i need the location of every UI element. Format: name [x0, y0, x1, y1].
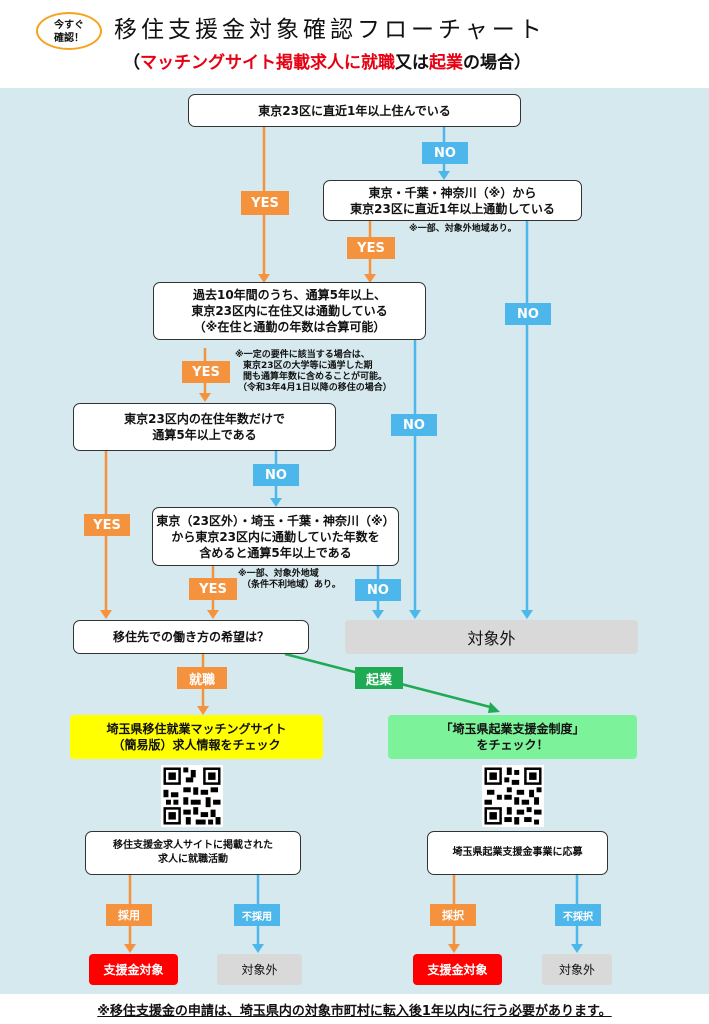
subtitle-open: （	[123, 53, 140, 73]
job-matching-site-box: 埼玉県移住就業マッチングサイト （簡易版）求人情報をチェック	[70, 715, 323, 759]
question-commute-23ku: 東京・千葉・神奈川（※）から 東京23区に直近1年以上通勤している	[323, 180, 582, 221]
startup-site-qr-code[interactable]	[482, 765, 544, 827]
startup-apply-box: 埼玉県起業支援金事業に応募	[427, 831, 608, 875]
biz-act-text: 埼玉県起業支援金事業に応募	[452, 847, 583, 858]
not-eligible-startup: 対象外	[542, 954, 612, 985]
question-commute-years-total: 東京（23区外）・埼玉・千葉・神奈川（※） から東京23区内に通勤していた年数を…	[152, 507, 399, 566]
job-act-line2: 求人に就職活動	[158, 854, 228, 865]
subtitle-close: の場合）	[463, 53, 531, 73]
not-eligible-job: 対象外	[217, 954, 302, 985]
eligible-job: 支援金対象	[89, 954, 178, 985]
q3-note-line3: 間も通算年数に含めることが可能。	[243, 372, 388, 382]
question-past-10-years: 過去10年間のうち、通算5年以上、 東京23区内に在住又は通勤している （※在住…	[153, 282, 426, 340]
label-saiyou: 採用	[106, 904, 152, 926]
page-title: 移住支援金対象確認フローチャート	[114, 17, 546, 43]
q3-note-line4: （令和3年4月1日以降の移住の場合）	[238, 383, 392, 393]
label-shuushoku: 就職	[177, 667, 227, 689]
check-now-badge: 今すぐ 確認！	[36, 12, 102, 50]
q3-note-line2: 東京23区の大学等に通学した期	[243, 361, 373, 371]
no-label-q1: NO	[422, 142, 468, 164]
yes-label-q4: YES	[84, 514, 130, 536]
no-label-q3: NO	[391, 414, 437, 436]
subtitle-matching: マッチングサイト掲載求人に就職	[140, 53, 395, 73]
subtitle-kigyou: 起業	[429, 53, 463, 73]
q4-line2: 通算5年以上である	[152, 428, 257, 442]
no-label-q2: NO	[505, 303, 551, 325]
header: 今すぐ 確認！ 移住支援金対象確認フローチャート （マッチングサイト掲載求人に就…	[0, 0, 709, 88]
job-line2: （簡易版）求人情報をチェック	[112, 738, 281, 752]
no-label-q5: NO	[355, 579, 401, 601]
q3-note-line1: ※一定の要件に該当する場合は、	[235, 350, 370, 360]
no-label-q4: NO	[253, 464, 299, 486]
label-kigyou: 起業	[355, 667, 403, 689]
q5-note-line2: （条件不利地域）あり。	[242, 580, 341, 590]
startup-support-box: 「埼玉県起業支援金制度」 をチェック！	[388, 715, 637, 759]
yes-label-q5: YES	[189, 578, 237, 600]
label-fusaiyou: 不採用	[234, 904, 280, 926]
label-fusaitaku: 不採択	[555, 904, 601, 926]
q5-note-line1: ※一部、対象外地域	[238, 569, 319, 579]
q3-note: ※一定の要件に該当する場合は、 東京23区の大学等に通学した期 間も通算年数に含…	[235, 350, 392, 394]
q3-line1: 過去10年間のうち、通算5年以上、	[192, 288, 387, 302]
application-deadline-note: ※移住支援金の申請は、埼玉県内の対象市町村に転入後1年以内に行う必要があります。	[97, 1003, 612, 1019]
yes-label-q3: YES	[182, 361, 230, 383]
question-work-style: 移住先での働き方の希望は？	[73, 620, 309, 654]
biz-line2: をチェック！	[476, 738, 549, 752]
job-line1: 埼玉県移住就業マッチングサイト	[106, 722, 287, 736]
q6-text: 移住先での働き方の希望は？	[112, 630, 269, 644]
biz-line1: 「埼玉県起業支援金制度」	[440, 722, 585, 736]
q3-line2: 東京23区内に在住又は通勤している	[191, 304, 388, 318]
job-act-line1: 移住支援金求人サイトに掲載された	[113, 840, 273, 851]
q2-line1: 東京・千葉・神奈川（※）から	[368, 185, 537, 200]
yes-label-q1: YES	[241, 191, 289, 215]
eligible-startup: 支援金対象	[413, 954, 502, 985]
badge-line2: 確認！	[54, 33, 84, 44]
q2-line2: 東京23区に直近1年以上通勤している	[350, 201, 555, 216]
job-site-qr-code[interactable]	[161, 765, 223, 827]
job-hunting-box: 移住支援金求人サイトに掲載された 求人に就職活動	[85, 831, 301, 875]
q1-text: 東京23区に直近1年以上住んでいる	[258, 103, 451, 118]
q5-line1: 東京（23区外）・埼玉・千葉・神奈川（※）	[156, 513, 395, 528]
q2-note: ※一部、対象外地域あり。	[409, 224, 517, 234]
q5-line3: 含めると通算5年以上である	[199, 545, 352, 560]
badge-line1: 今すぐ	[54, 20, 84, 31]
yes-label-q2: YES	[347, 237, 395, 259]
q5-note: ※一部、対象外地域 （条件不利地域）あり。	[238, 569, 341, 591]
question-live-23ku: 東京23区に直近1年以上住んでいる	[188, 94, 521, 127]
label-saitaku: 採択	[430, 904, 476, 926]
question-live-years-only: 東京23区内の在住年数だけで 通算5年以上である	[73, 403, 336, 451]
q4-line1: 東京23区内の在住年数だけで	[124, 412, 285, 426]
not-eligible-main: 対象外	[345, 620, 638, 654]
q5-line2: から東京23区内に通勤していた年数を	[171, 529, 380, 544]
q3-line3: （※在住と通勤の年数は合算可能）	[193, 320, 386, 334]
subtitle-or: 又は	[395, 53, 429, 73]
page-subtitle: （マッチングサイト掲載求人に就職又は起業の場合）	[123, 48, 531, 73]
